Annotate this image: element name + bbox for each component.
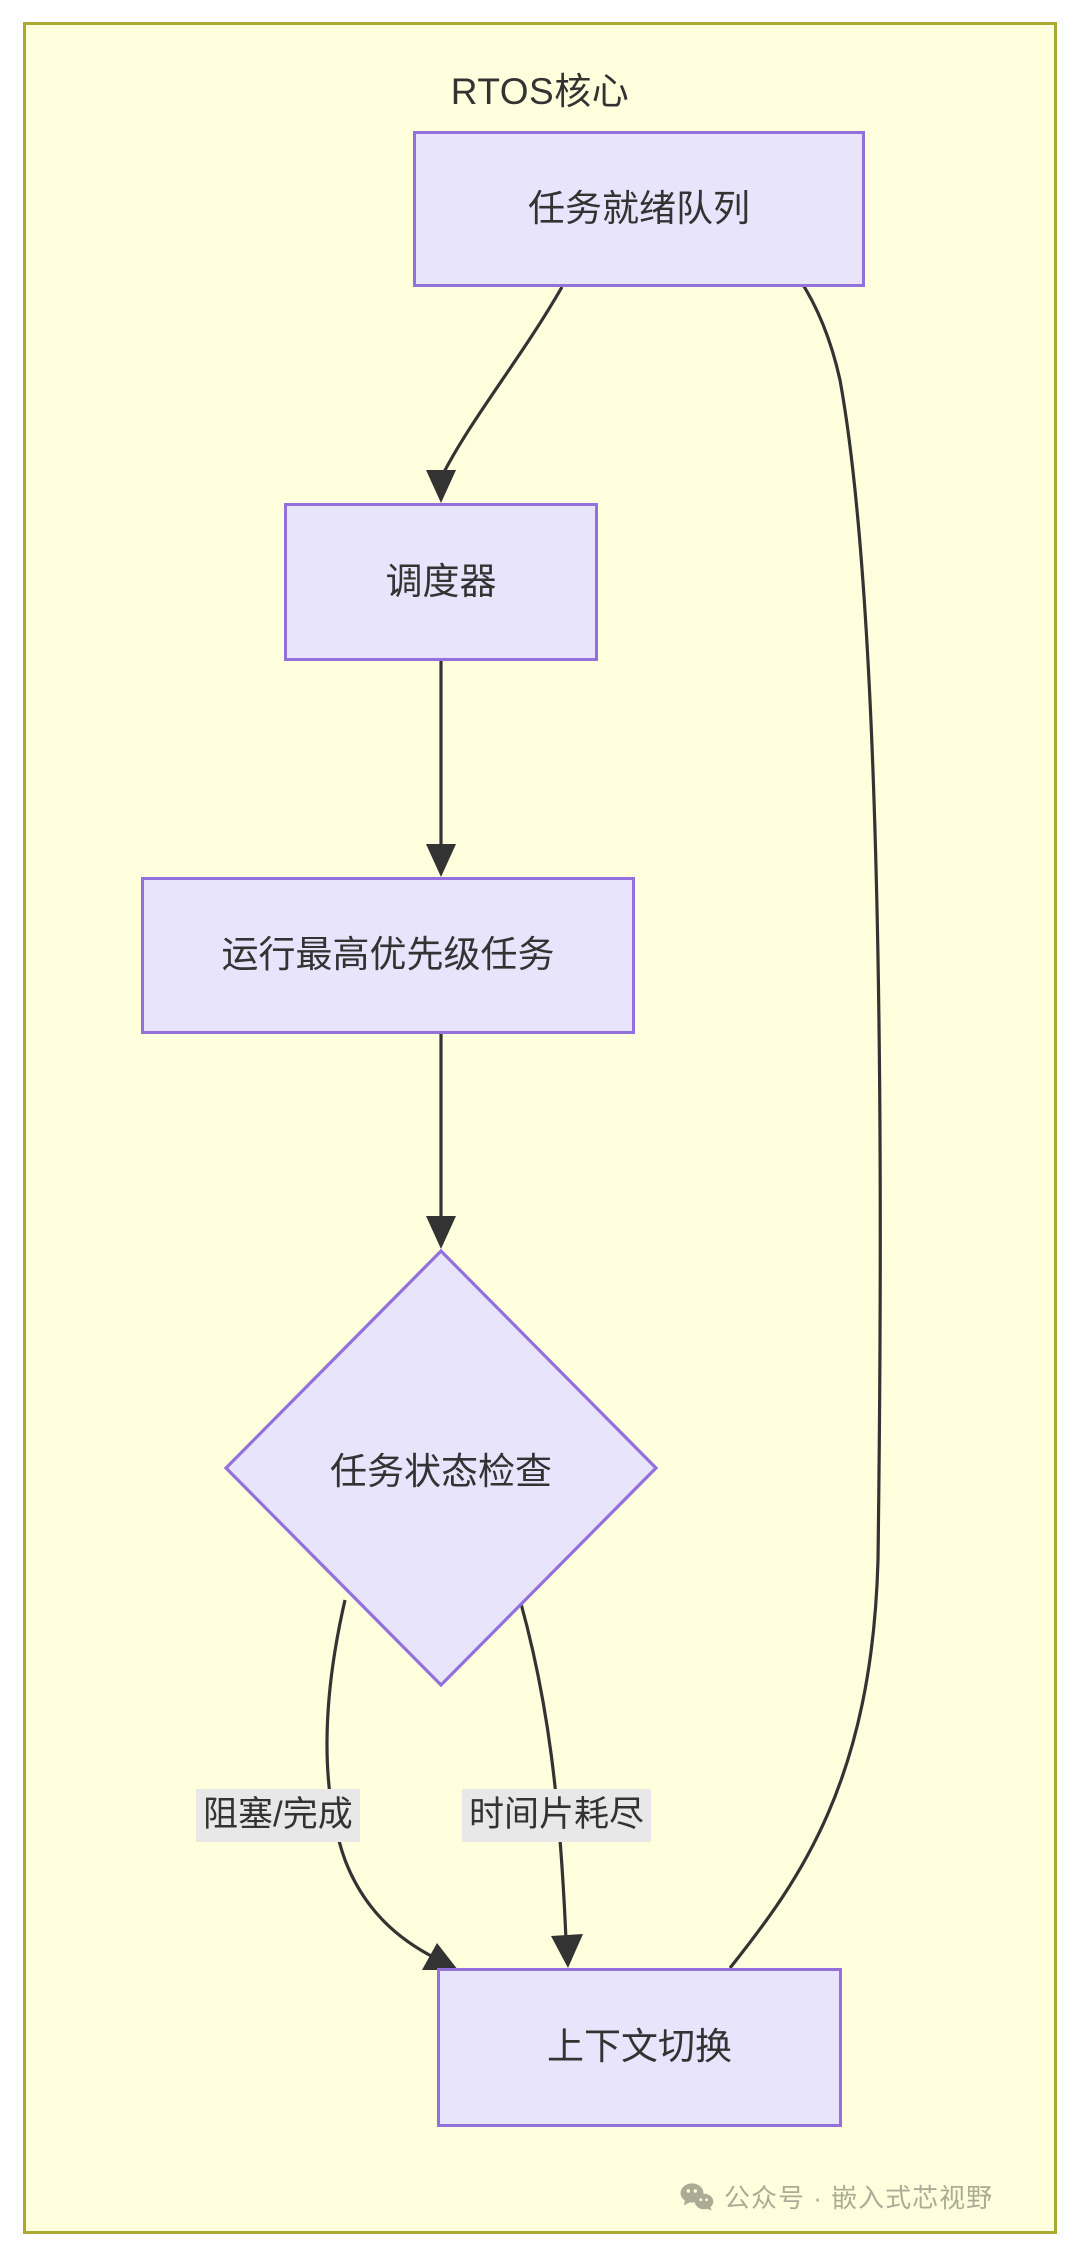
node-ready-queue[interactable]: 任务就绪队列 [413,131,865,287]
rtos-kernel-subgraph: RTOS核心 [23,22,1057,2234]
node-ready-queue-label: 任务就绪队列 [528,187,750,229]
node-task-state-check[interactable]: 任务状态检查 [224,1249,658,1687]
node-task-state-check-label: 任务状态检查 [330,1451,552,1492]
node-scheduler[interactable]: 调度器 [284,503,598,661]
node-context-switch[interactable]: 上下文切换 [437,1968,842,2127]
watermark-text: 公众号 · 嵌入式芯视野 [724,2183,994,2213]
node-ctx-switch-label: 上下文切换 [547,2026,732,2068]
diamond-shape [224,1249,658,1687]
node-run-task-label: 运行最高优先级任务 [221,934,555,976]
edge-label-timeslice-expired: 时间片耗尽 [462,1789,652,1842]
node-scheduler-label: 调度器 [385,560,497,602]
wechat-icon [680,2183,714,2211]
subgraph-title: RTOS核心 [450,71,630,112]
watermark: 公众号 · 嵌入式芯视野 [680,2178,993,2215]
edge-label-blocked-or-done: 阻塞/完成 [196,1789,360,1842]
node-run-highest-priority-task[interactable]: 运行最高优先级任务 [141,877,635,1034]
